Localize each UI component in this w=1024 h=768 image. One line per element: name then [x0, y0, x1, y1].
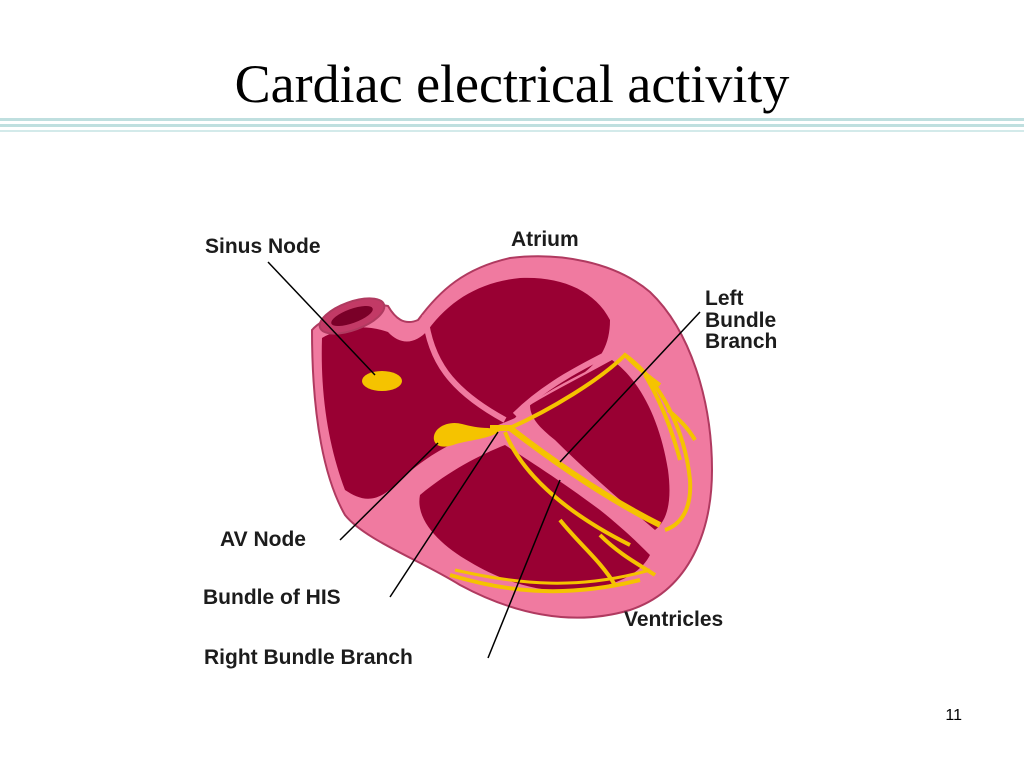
title-divider — [0, 118, 1024, 121]
label-bundle-of-his: Bundle of HIS — [203, 586, 341, 609]
bundle-of-his-leader — [389, 431, 499, 598]
atrium-chamber — [321, 277, 610, 499]
bundle-of-his — [490, 425, 662, 528]
label-right-bundle-branch: Right Bundle Branch — [204, 646, 413, 669]
sinus-node — [362, 371, 402, 391]
label-ventricles: Ventricles — [624, 608, 724, 631]
av-node-leader — [339, 442, 439, 541]
label-sinus-node: Sinus Node — [205, 235, 321, 258]
label-atrium: Atrium — [511, 228, 579, 251]
page-number: 11 — [945, 707, 962, 724]
title-divider — [0, 130, 1024, 132]
label-left-bundle-branch-line2: Bundle — [705, 309, 777, 332]
slide-title: Cardiac electrical activity — [234, 54, 790, 114]
label-left-bundle-branch-line1: Left — [705, 287, 744, 310]
label-left-bundle-branch-line3: Branch — [705, 330, 778, 353]
left-ventricle-chamber — [530, 360, 670, 530]
right-bundle-branch-leader — [487, 479, 561, 659]
title-divider — [0, 124, 1024, 127]
left-bundle-branch-path — [449, 352, 697, 594]
sinus-node-leader — [267, 261, 376, 376]
septum — [422, 314, 507, 423]
left-bundle-branch-leader — [559, 311, 701, 463]
label-av-node: AV Node — [220, 528, 306, 551]
av-node — [433, 422, 500, 447]
